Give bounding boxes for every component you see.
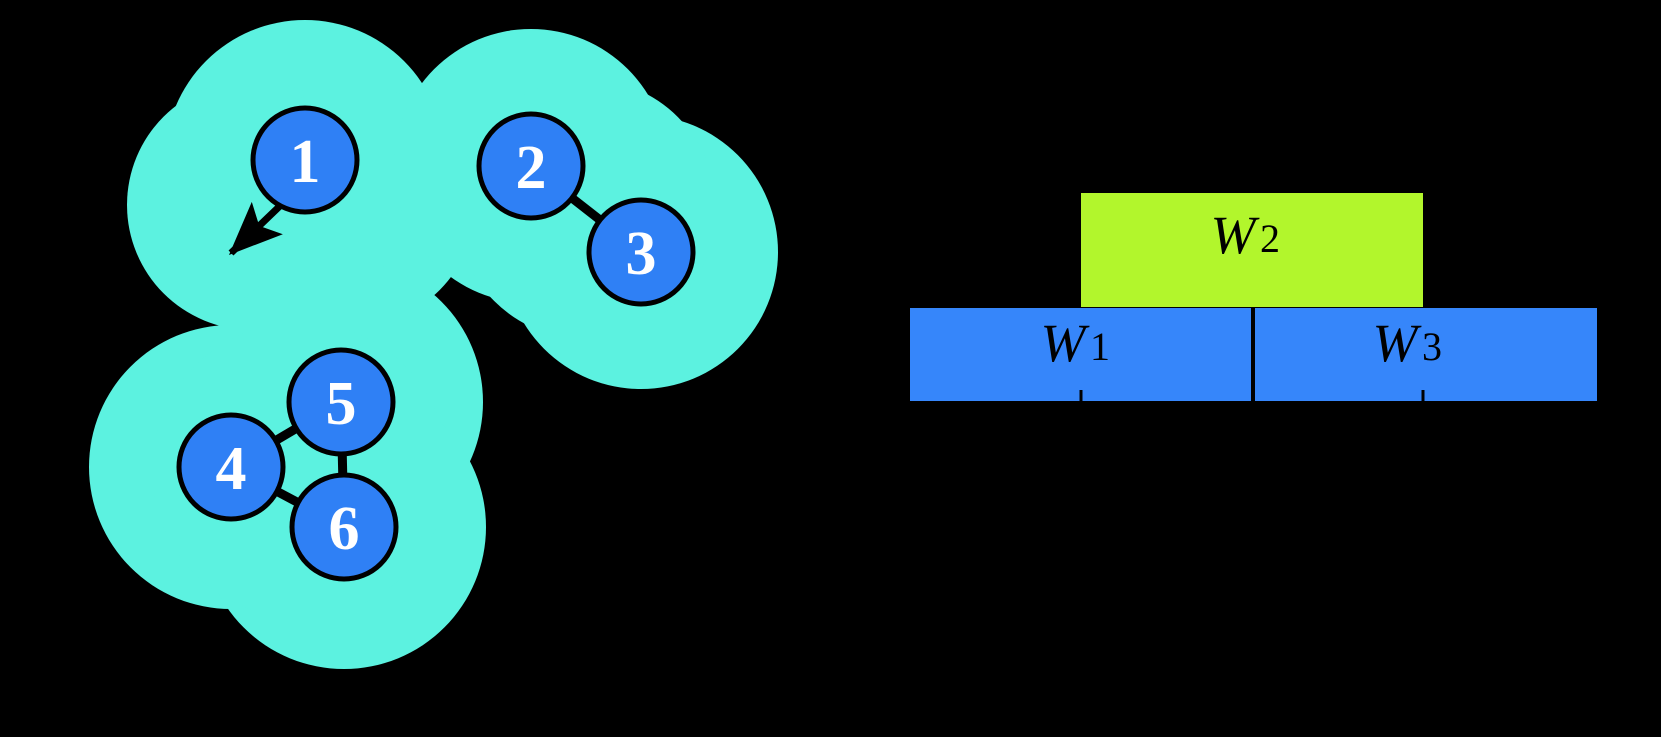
arrow-from-node-1 xyxy=(228,200,286,256)
bar-label-subscript: 3 xyxy=(1422,324,1442,369)
node-circle[interactable] xyxy=(286,347,396,457)
bar-rect-w2[interactable] xyxy=(1081,193,1423,307)
bar-diagram-group: W 1 W 2 W 3 xyxy=(910,193,1597,404)
graph-node-6[interactable]: 6 xyxy=(289,472,399,582)
node-circle[interactable] xyxy=(176,412,286,522)
graph-node-2[interactable]: 2 xyxy=(476,111,586,221)
bar-label-subscript: 2 xyxy=(1260,216,1280,261)
node-label: 4 xyxy=(216,435,247,503)
node-label: 1 xyxy=(290,128,321,196)
bar-label-w3: W 3 xyxy=(1373,313,1442,373)
graph-nodes-group: 1 2 3 4 5 6 xyxy=(176,105,696,582)
node-label: 6 xyxy=(329,495,360,563)
bar-label-subscript: 1 xyxy=(1090,324,1110,369)
bar-label-w2: W 2 xyxy=(1211,205,1280,265)
bar-rect-w1[interactable] xyxy=(910,308,1253,401)
cluster-blobs-group xyxy=(89,20,778,669)
node-label: 5 xyxy=(326,370,357,438)
bar-label-w1: W 1 xyxy=(1041,313,1110,373)
graph-node-3[interactable]: 3 xyxy=(586,197,696,307)
node-circle[interactable] xyxy=(586,197,696,307)
node-label: 3 xyxy=(626,220,657,288)
node-circle[interactable] xyxy=(250,105,360,215)
graph-node-4[interactable]: 4 xyxy=(176,412,286,522)
node-circle[interactable] xyxy=(476,111,586,221)
cluster-blob-w3 xyxy=(89,260,486,669)
graph-node-1[interactable]: 1 xyxy=(250,105,360,215)
graph-node-5[interactable]: 5 xyxy=(286,347,396,457)
bar-label-text: W xyxy=(1211,205,1261,265)
node-circle[interactable] xyxy=(289,472,399,582)
node-label: 2 xyxy=(516,134,547,202)
bar-label-text: W xyxy=(1041,313,1091,373)
arrow-line xyxy=(228,200,286,256)
bar-label-text: W xyxy=(1373,313,1423,373)
bar-rect-w3[interactable] xyxy=(1253,308,1597,401)
